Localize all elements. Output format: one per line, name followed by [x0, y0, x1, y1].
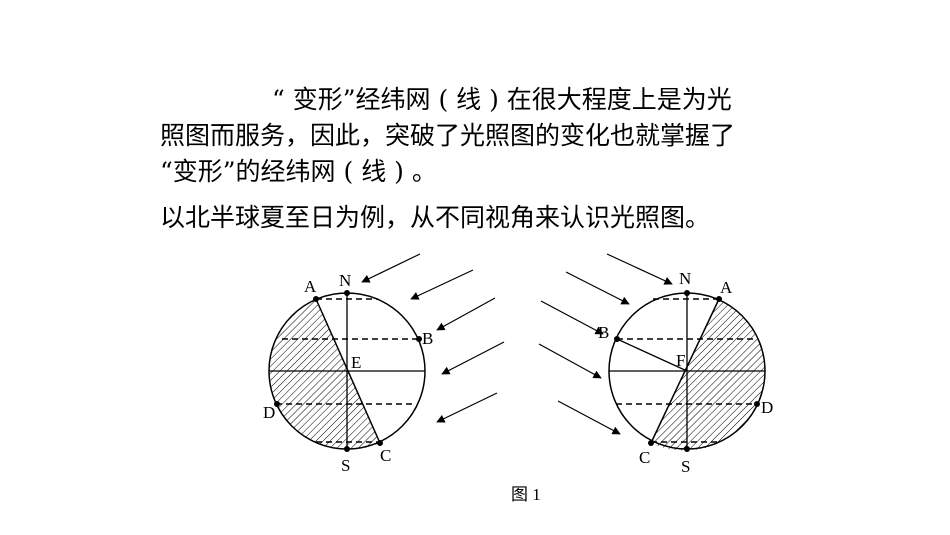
left-point-b: [416, 336, 422, 342]
right-ray-4: [538, 343, 602, 379]
left-point-s: [344, 446, 350, 452]
right-point-c: [648, 440, 654, 446]
right-ab-line: [616, 338, 688, 372]
right-point-a: [716, 296, 722, 302]
right-point-d: [754, 401, 760, 407]
right-ray-5: [557, 400, 621, 435]
right-point-n: [684, 290, 690, 296]
left-ray-2: [410, 269, 474, 300]
paragraph-line-4: 以北半球夏至日为例，从不同视角来认识光照图。: [160, 203, 711, 232]
left-point-c: [377, 440, 383, 446]
left-globe: A N B E D S C: [263, 271, 433, 475]
right-globe: N A B F D C S: [598, 269, 773, 476]
left-point-a: [313, 296, 319, 302]
left-night-hemisphere: [269, 299, 380, 450]
right-ray-2: [565, 271, 630, 305]
paragraph-line-1: “ 变形”经纬网 ( 线 ) 在很大程度上是为光: [272, 85, 732, 114]
right-sun-rays: [538, 253, 673, 435]
left-label-e: E: [351, 353, 361, 372]
left-label-n: N: [339, 271, 351, 290]
right-ray-3: [540, 300, 604, 335]
right-point-s: [684, 446, 690, 452]
left-ray-3: [436, 297, 496, 331]
right-ray-1: [606, 253, 673, 285]
left-label-b: B: [422, 329, 433, 348]
paragraph-line-2: 照图而服务，因此，突破了光照图的变化也就掌握了: [160, 121, 736, 150]
right-label-c: C: [639, 448, 650, 467]
right-day-hemisphere: [651, 299, 765, 451]
left-label-s: S: [341, 456, 350, 475]
left-label-d: D: [263, 403, 275, 422]
right-label-d: D: [761, 398, 773, 417]
left-label-a: A: [304, 277, 317, 296]
left-point-d: [274, 401, 280, 407]
left-label-c: C: [380, 446, 391, 465]
left-ray-5: [436, 392, 498, 423]
right-label-f: F: [676, 351, 685, 370]
left-point-n: [344, 290, 350, 296]
paragraph-line-3: “变形”的经纬网 ( 线 ) 。: [160, 157, 437, 186]
right-point-b: [614, 336, 620, 342]
left-sun-rays: [361, 253, 505, 423]
right-label-s: S: [681, 457, 690, 476]
right-label-n: N: [679, 269, 691, 288]
left-ray-1: [361, 253, 421, 283]
figure-caption: 图 1: [511, 485, 541, 504]
left-ray-4: [441, 341, 505, 375]
right-label-a: A: [720, 278, 733, 297]
